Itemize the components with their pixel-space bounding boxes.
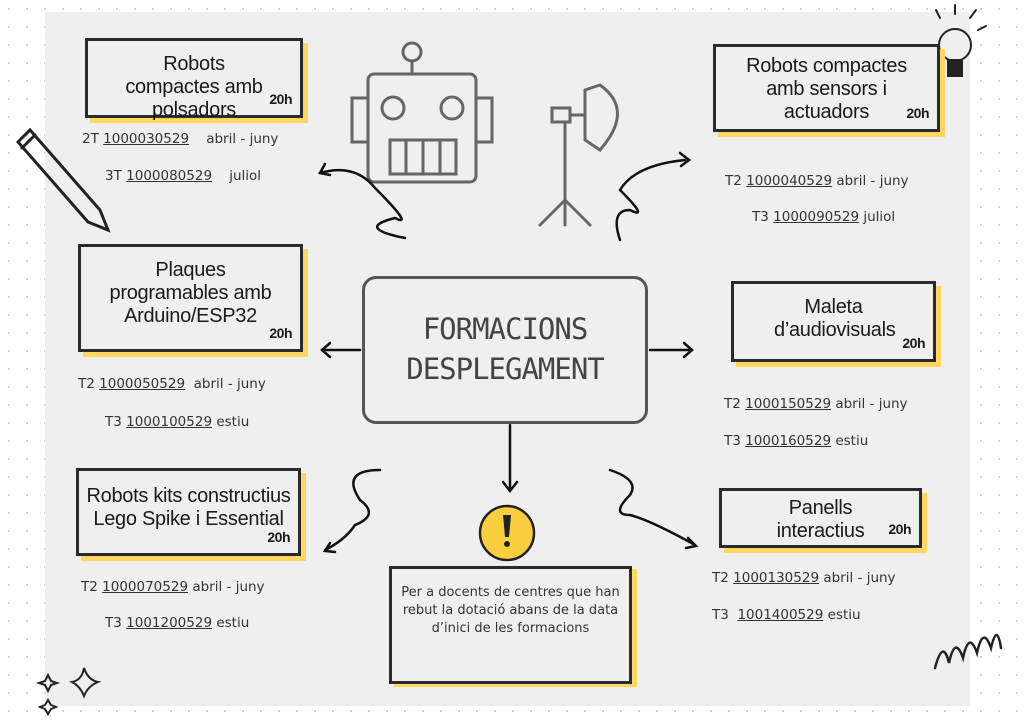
session-line: T3 1001200529 estiu	[105, 615, 250, 631]
course-code-link[interactable]: 1000070529	[102, 579, 189, 595]
course-box-robots-polsadors: Robots compactes amb polsadors 20h	[85, 38, 303, 121]
course-box-panells: Panells interactius 20h	[719, 488, 922, 548]
session-line: 2T 1000030529 abril - juny	[82, 131, 279, 147]
session-line: T2 1000050529 abril - juny	[78, 376, 266, 392]
session-line: T2 1000040529 abril - juny	[725, 173, 909, 189]
note-box: Per a docents de centres que han rebut l…	[389, 566, 632, 684]
course-name: Robots kits constructius Lego Spike i Es…	[86, 485, 291, 530]
session-line: T3 1000090529 juliol	[752, 209, 896, 225]
note-text: Per a docents de centres que han rebut l…	[401, 585, 620, 636]
session-line: T3 1000100529 estiu	[105, 414, 250, 430]
central-title-box: FORMACIONS DESPLEGAMENT	[362, 276, 648, 424]
session-line: 3T 1000080529 juliol	[105, 168, 262, 184]
robot-icon	[350, 41, 494, 184]
session-line: T2 1000070529 abril - juny	[81, 579, 265, 595]
course-code-link[interactable]: 1000090529	[773, 209, 860, 225]
course-code-link[interactable]: 1000050529	[99, 376, 186, 392]
studio-light-icon	[538, 83, 619, 227]
course-hours: 20h	[269, 325, 292, 341]
course-code-link[interactable]: 1000030529	[103, 131, 190, 147]
central-title: FORMACIONS DESPLEGAMENT	[365, 309, 645, 389]
course-hours: 20h	[902, 335, 925, 351]
course-name: Panells interactius	[776, 497, 865, 542]
course-hours: 20h	[906, 105, 929, 121]
warning-icon	[478, 504, 536, 562]
course-name: Maleta d’audiovisuals	[774, 296, 896, 341]
course-name: Robots compactes amb polsadors	[125, 53, 263, 121]
course-hours: 20h	[888, 521, 911, 537]
connector-arrows	[318, 151, 699, 554]
course-code-link[interactable]: 1000160529	[745, 433, 832, 449]
course-box-robots-sensors: Robots compactes amb sensors i actuadors…	[713, 44, 940, 132]
course-box-lego: Robots kits constructius Lego Spike i Es…	[76, 468, 301, 556]
title-line-2: DESPLEGAMENT	[406, 352, 605, 386]
sparkle-icon	[35, 667, 102, 716]
title-line-1: FORMACIONS	[422, 312, 589, 346]
session-line: T3 1000160529 estiu	[724, 433, 869, 449]
course-code-link[interactable]: 1001400529	[737, 607, 824, 623]
course-code-link[interactable]: 1000150529	[745, 396, 832, 412]
course-code-link[interactable]: 1000100529	[126, 414, 213, 430]
lightbulb-icon	[935, 4, 987, 77]
spring-doodle	[933, 633, 1003, 670]
course-code-link[interactable]: 1001200529	[126, 615, 213, 631]
course-name: Robots compactes amb sensors i actuadors	[746, 55, 907, 123]
course-code-link[interactable]: 1000040529	[746, 173, 833, 189]
course-code-link[interactable]: 1000130529	[733, 570, 820, 586]
session-line: T2 1000130529 abril - juny	[712, 570, 896, 586]
session-line: T3 1001400529 estiu	[712, 607, 861, 623]
course-hours: 20h	[267, 529, 290, 545]
course-box-arduino: Plaques programables amb Arduino/ESP32 2…	[78, 244, 303, 352]
pencil-icon	[15, 127, 111, 233]
session-line: T2 1000150529 abril - juny	[724, 396, 908, 412]
course-code-link[interactable]: 1000080529	[126, 168, 213, 184]
course-box-audiovisuals: Maleta d’audiovisuals 20h	[731, 281, 936, 362]
course-hours: 20h	[269, 91, 292, 107]
course-name: Plaques programables amb Arduino/ESP32	[109, 259, 272, 327]
